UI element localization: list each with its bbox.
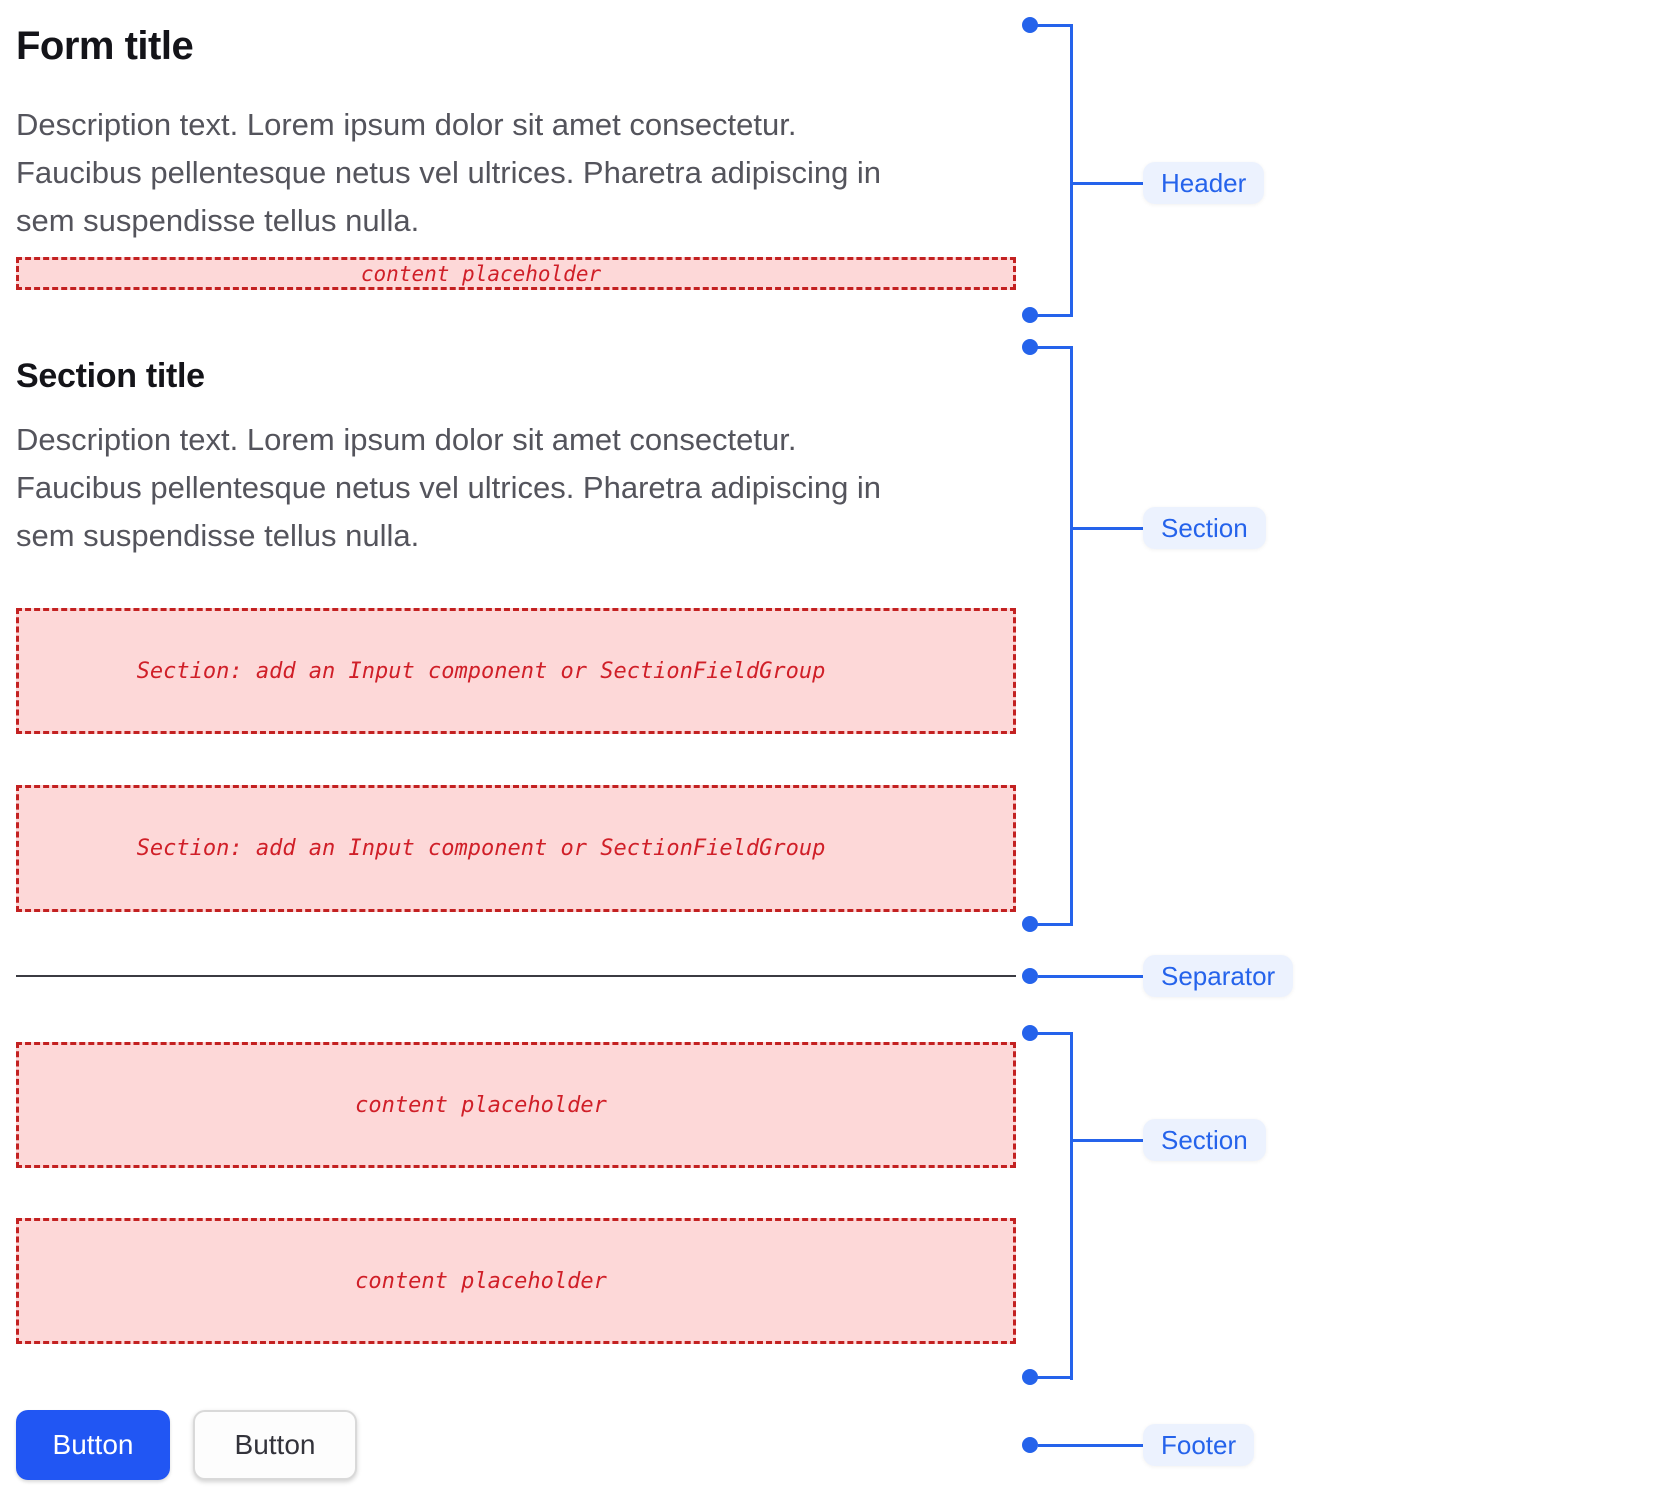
form-description-line: Description text. Lorem ipsum dolor sit … bbox=[16, 107, 797, 142]
section-description: Description text. Lorem ipsum dolor sit … bbox=[16, 416, 976, 560]
footer-label-connector bbox=[1038, 1444, 1143, 1447]
section-field-placeholder: Section: add an Input component or Secti… bbox=[16, 785, 1016, 912]
separator-label-connector bbox=[1038, 975, 1143, 978]
secondary-button[interactable]: Button bbox=[193, 1410, 357, 1480]
header-label-connector bbox=[1072, 182, 1143, 185]
section-title: Section title bbox=[16, 357, 205, 395]
header-content-placeholder: content placeholder bbox=[16, 257, 1016, 290]
separator-line bbox=[16, 975, 1016, 977]
section2-bracket-bottom-stub bbox=[1030, 1376, 1072, 1379]
header-bracket-vertical-line bbox=[1070, 24, 1073, 317]
header-bracket-top-stub bbox=[1030, 24, 1072, 27]
section1-bracket-vertical-line bbox=[1070, 346, 1073, 926]
separator-dot bbox=[1022, 968, 1038, 984]
separator-annotation-label: Separator bbox=[1143, 955, 1294, 997]
section-description-line: Faucibus pellentesque netus vel ultrices… bbox=[16, 470, 882, 505]
section1-bracket-bottom-stub bbox=[1030, 923, 1072, 926]
section2-annotation-label: Section bbox=[1143, 1119, 1266, 1161]
section2-bracket-vertical-line bbox=[1070, 1032, 1073, 1380]
section-content-placeholder: content placeholder bbox=[16, 1042, 1016, 1168]
section-content-placeholder: content placeholder bbox=[16, 1218, 1016, 1344]
section2-label-connector bbox=[1072, 1139, 1143, 1142]
section-description-line: Description text. Lorem ipsum dolor sit … bbox=[16, 422, 797, 457]
footer-annotation-label: Footer bbox=[1143, 1424, 1255, 1466]
header-bracket-bottom-stub bbox=[1030, 314, 1072, 317]
form-description: Description text. Lorem ipsum dolor sit … bbox=[16, 101, 976, 245]
section1-bracket-top-stub bbox=[1030, 346, 1072, 349]
footer-dot bbox=[1022, 1437, 1038, 1453]
section-field-placeholder: Section: add an Input component or Secti… bbox=[16, 608, 1016, 734]
form-description-line: Faucibus pellentesque netus vel ultrices… bbox=[16, 155, 882, 190]
section-description-line: sem suspendisse tellus nulla. bbox=[16, 518, 420, 553]
header-annotation-label: Header bbox=[1143, 162, 1265, 204]
section1-annotation-label: Section bbox=[1143, 507, 1266, 549]
form-description-line: sem suspendisse tellus nulla. bbox=[16, 203, 420, 238]
section2-bracket-top-stub bbox=[1030, 1032, 1072, 1035]
primary-button[interactable]: Button bbox=[16, 1410, 170, 1480]
section1-label-connector bbox=[1072, 527, 1143, 530]
form-title: Form title bbox=[16, 24, 194, 68]
